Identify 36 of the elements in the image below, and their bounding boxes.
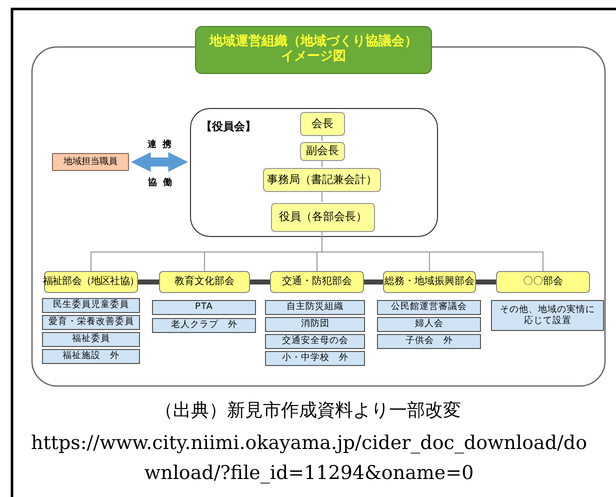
officer-box: 副会長 <box>300 142 345 161</box>
council-box <box>190 108 438 237</box>
member-box: 福祉施設 外 <box>42 349 140 364</box>
connector-line <box>364 280 383 284</box>
member-box: 老人クラブ 外 <box>152 318 256 333</box>
department-box: 総務・地域振興部会 <box>383 271 476 293</box>
double-arrow <box>130 152 188 172</box>
staff-box: 地域担当職員 <box>52 153 129 171</box>
officer-box: 事務局（書記兼会計） <box>263 168 381 192</box>
member-box: 交通安全母の会 <box>265 334 365 349</box>
connector-line <box>138 280 159 284</box>
caption: （出典）新見市作成資料より一部改変 <box>154 399 462 422</box>
member-box: 婦人会 <box>377 317 481 332</box>
member-box: 子供会 外 <box>377 334 481 349</box>
connector-line <box>250 280 270 284</box>
department-box: 福祉部会（地区社協） <box>44 271 138 293</box>
member-box: 愛育・栄養改善委員 <box>42 315 140 330</box>
source-url: https://www.city.niimi.okayama.jp/cider_doc_download/download/?file_id=11294&oname=0 <box>30 431 588 486</box>
member-box: その他、地域の実情に応じて設置 <box>491 300 604 331</box>
member-box: 公民館運営審議会 <box>377 300 481 315</box>
arrow-label: 協働 <box>148 176 178 189</box>
officer-box: 会長 <box>300 112 345 136</box>
council-heading: 【役員会】 <box>201 121 256 134</box>
department-box: 教育文化部会 <box>159 271 250 293</box>
member-box: 福祉委員 <box>42 332 140 347</box>
department-box: 交通・防犯部会 <box>270 271 364 293</box>
member-box: PTA <box>152 300 256 315</box>
department-box: 〇〇部会 <box>496 271 590 293</box>
member-box: 消防団 <box>265 317 365 332</box>
member-box: 自主防災組織 <box>265 300 365 315</box>
title-box: 地域運営組織（地域づくり協議会）イメージ図 <box>195 26 432 74</box>
member-box: 民生委員児童委員 <box>42 298 140 313</box>
connector-line <box>476 280 496 284</box>
member-box: 小・中学校 外 <box>265 351 365 366</box>
tree-line <box>322 230 544 272</box>
officer-box: 役員（各部会長） <box>271 203 375 232</box>
